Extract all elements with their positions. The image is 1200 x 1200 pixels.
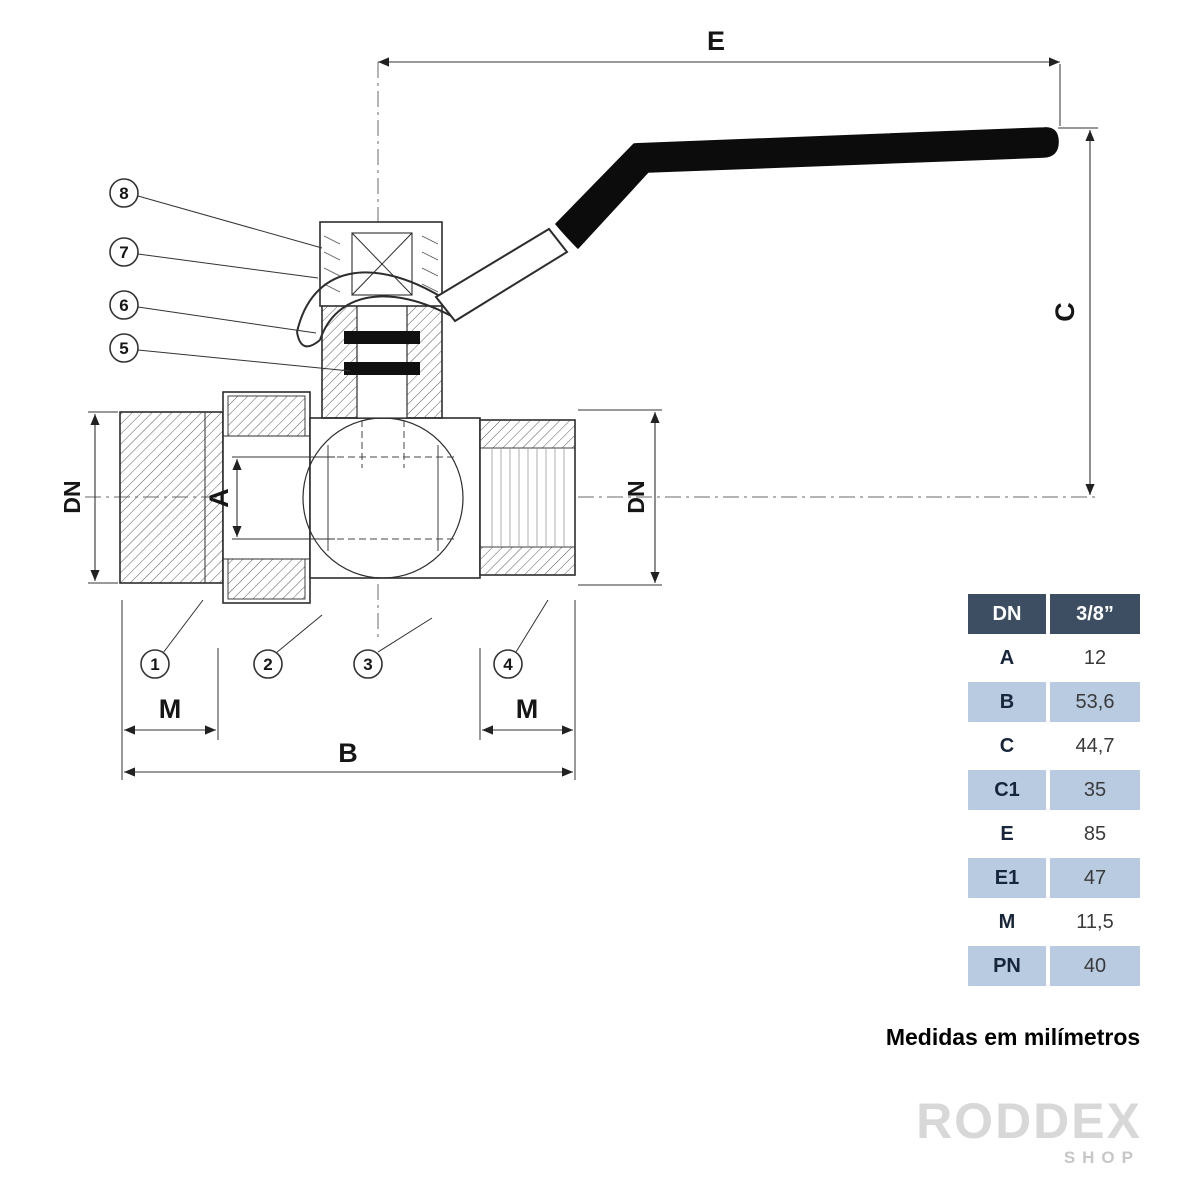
callout-leaders: [137, 195, 549, 654]
left-threaded-end: [119, 411, 224, 584]
callout-badges: [109, 178, 523, 679]
dim-label-c: C: [1050, 302, 1080, 322]
table-header-label: DN: [968, 594, 1046, 634]
dim-label-e: E: [707, 26, 725, 56]
row-value: 11,5: [1050, 902, 1140, 942]
callout-2: 2: [263, 655, 272, 674]
dimension-lines: [88, 57, 1098, 780]
row-value: 53,6: [1050, 682, 1140, 722]
row-label: M: [968, 902, 1046, 942]
row-label: C: [968, 726, 1046, 766]
dim-label-b: B: [338, 738, 358, 768]
row-label: E: [968, 814, 1046, 854]
callout-4: 4: [503, 655, 513, 674]
callout-3: 3: [363, 655, 372, 674]
dim-label-a: A: [204, 488, 234, 508]
callout-5: 5: [119, 339, 128, 358]
handle-lever: [555, 127, 1059, 249]
spec-table: DN 3/8” A 12 B 53,6 C 44,7 C1 35 E 85 E1…: [968, 594, 1140, 990]
callout-numbers: 8 7 6 5 1 2 3 4: [119, 184, 513, 674]
row-value: 12: [1050, 638, 1140, 678]
callout-1: 1: [150, 655, 159, 674]
left-union-nut: [222, 391, 311, 604]
table-header-row: DN 3/8”: [968, 594, 1140, 634]
body-center: [302, 417, 481, 579]
o-ring-upper: [344, 331, 420, 344]
table-row-c: C 44,7: [968, 726, 1140, 766]
dimension-labels: E C DN A DN M M B: [59, 26, 1080, 768]
table-row-b: B 53,6: [968, 682, 1140, 722]
valve-body: [119, 127, 1059, 604]
table-row-m: M 11,5: [968, 902, 1140, 942]
table-header-value: 3/8”: [1050, 594, 1140, 634]
brand-logo: RODDEX SHOP: [900, 1096, 1142, 1168]
o-ring-lower: [344, 362, 420, 375]
callout-7-badge: [109, 237, 139, 267]
dim-label-dn-left: DN: [59, 480, 85, 513]
row-label: A: [968, 638, 1046, 678]
row-value: 85: [1050, 814, 1140, 854]
callout-6: 6: [119, 296, 128, 315]
table-row-pn: PN 40: [968, 946, 1140, 986]
callout-3-badge: [353, 649, 383, 679]
callout-7: 7: [119, 243, 128, 262]
packing-nut: [319, 221, 443, 307]
handle: [296, 127, 1059, 348]
callout-2-badge: [253, 649, 283, 679]
brand-name: RODDEX: [916, 1093, 1142, 1149]
table-row-c1: C1 35: [968, 770, 1140, 810]
row-value: 44,7: [1050, 726, 1140, 766]
table-row-e1: E1 47: [968, 858, 1140, 898]
dim-label-dn-right: DN: [623, 480, 649, 513]
callout-5-badge: [109, 333, 139, 363]
callout-1-badge: [140, 649, 170, 679]
callout-4-badge: [493, 649, 523, 679]
brand-subtitle: SHOP: [1063, 1148, 1140, 1167]
stem-gland: [321, 304, 443, 419]
handle-base: [434, 227, 569, 323]
dim-label-m-left: M: [159, 694, 182, 724]
callout-8: 8: [119, 184, 128, 203]
table-row-a: A 12: [968, 638, 1140, 678]
row-value: 47: [1050, 858, 1140, 898]
row-label: C1: [968, 770, 1046, 810]
right-threaded-end: [479, 419, 576, 576]
row-value: 40: [1050, 946, 1140, 986]
units-note: Medidas em milímetros: [885, 1024, 1141, 1050]
row-label: E1: [968, 858, 1046, 898]
table-row-e: E 85: [968, 814, 1140, 854]
row-label: PN: [968, 946, 1046, 986]
row-label: B: [968, 682, 1046, 722]
handle-hook-inner: [319, 295, 456, 341]
row-value: 35: [1050, 770, 1140, 810]
handle-hook: [296, 271, 444, 333]
callout-8-badge: [109, 178, 139, 208]
dim-label-m-right: M: [516, 694, 539, 724]
callout-6-badge: [109, 290, 139, 320]
